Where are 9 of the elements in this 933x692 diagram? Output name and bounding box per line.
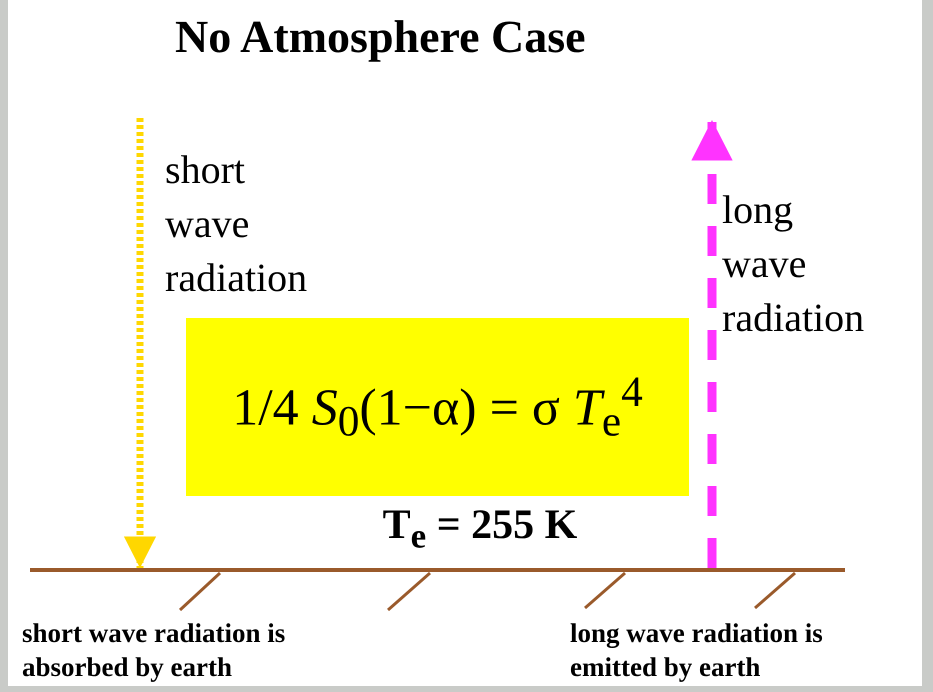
- absorption-note: short wave radiation is absorbed by earth: [22, 617, 286, 684]
- title: No Atmosphere Case: [175, 10, 586, 63]
- equation-box: [186, 318, 689, 496]
- emission-note: long wave radiation is emitted by earth: [570, 617, 824, 684]
- temperature-label: T$_{e}$ = 255 K: [382, 501, 578, 558]
- longwave-arrow: [691, 120, 733, 568]
- radiation-label: long wave radiation: [722, 186, 866, 342]
- shortwave-arrow: [124, 118, 156, 568]
- radiation-label: short wave radiation: [165, 146, 308, 302]
